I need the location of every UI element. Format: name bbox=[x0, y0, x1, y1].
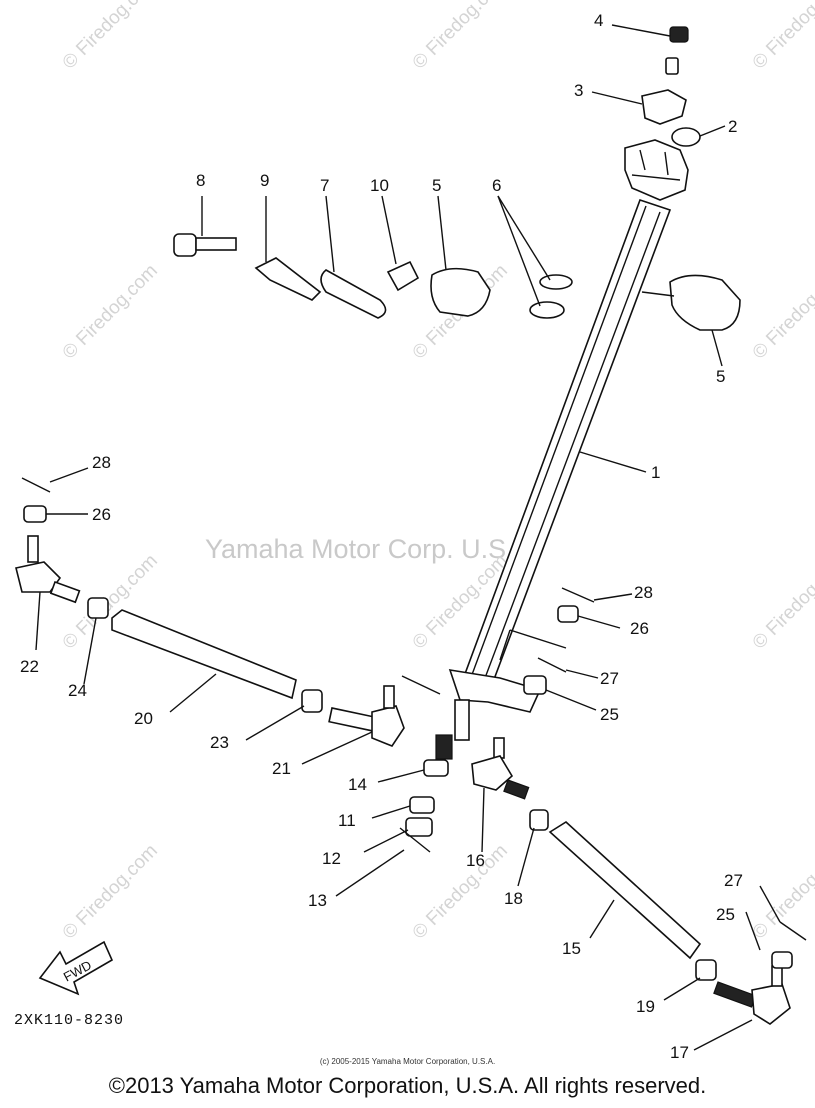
callout-27-right: 27 bbox=[724, 871, 743, 890]
watermark-site: © Firedog.com bbox=[59, 260, 162, 363]
part-cotter-pin-27-mid bbox=[537, 657, 567, 673]
callout-27-mid: 27 bbox=[600, 669, 619, 688]
part-tie-rod-right bbox=[548, 821, 702, 960]
callout-25-right: 25 bbox=[716, 905, 735, 924]
part-collar bbox=[671, 127, 701, 147]
part-cotter-pin-28-right bbox=[561, 587, 595, 603]
part-nut-26-right bbox=[557, 605, 579, 623]
watermark-site: © Firedog.com bbox=[749, 260, 815, 363]
part-bolt-8 bbox=[173, 233, 237, 257]
part-rings bbox=[529, 274, 573, 319]
part-bushing-left bbox=[430, 267, 491, 317]
callout-19: 19 bbox=[636, 997, 655, 1016]
callout-21: 21 bbox=[272, 759, 291, 778]
callout-23: 23 bbox=[210, 733, 229, 752]
callout-24: 24 bbox=[68, 681, 87, 700]
copyright-small: (c) 2005-2015 Yamaha Motor Corporation, … bbox=[319, 1057, 496, 1066]
callout-4: 4 bbox=[594, 11, 603, 30]
watermark-site: © Firedog.com bbox=[409, 840, 512, 943]
watermark-center: Yamaha Motor Corp. U.S.A. bbox=[205, 534, 539, 564]
part-bushing-10 bbox=[386, 260, 420, 292]
callout-14: 14 bbox=[348, 775, 367, 794]
callout-10: 10 bbox=[370, 176, 389, 195]
part-nut-25-mid bbox=[523, 675, 547, 695]
fwd-arrow: FWD bbox=[38, 940, 114, 996]
part-holder-cap bbox=[641, 89, 687, 125]
part-cotter-pin-27-right bbox=[779, 921, 807, 941]
part-nut-25-right bbox=[771, 951, 793, 969]
part-nut-24 bbox=[87, 597, 109, 619]
callout-9: 9 bbox=[260, 171, 269, 190]
part-tie-rod-end-17 bbox=[713, 965, 791, 1025]
part-upper-holder bbox=[624, 139, 689, 201]
part-tie-rod-end-21 bbox=[328, 685, 405, 747]
assembly-guide-lines bbox=[401, 629, 567, 695]
watermark-site: © Firedog.com bbox=[409, 0, 512, 74]
part-nut-26-left bbox=[23, 505, 47, 523]
part-cotter-pin-28-left bbox=[21, 477, 51, 493]
callout-18: 18 bbox=[504, 889, 523, 908]
callout-26-left: 26 bbox=[92, 505, 111, 524]
watermark-site: © Firedog.com bbox=[749, 550, 815, 653]
part-bolt-top bbox=[665, 26, 689, 75]
callout-11: 11 bbox=[338, 811, 356, 830]
watermark-site: © Firedog.com bbox=[749, 0, 815, 74]
part-thread bbox=[435, 734, 453, 760]
leader-lines bbox=[35, 24, 781, 1051]
part-nut-11 bbox=[409, 796, 435, 814]
callout-26-right: 26 bbox=[630, 619, 649, 638]
callout-8: 8 bbox=[196, 171, 205, 190]
part-plate bbox=[320, 269, 387, 319]
callout-15: 15 bbox=[562, 939, 581, 958]
callout-13: 13 bbox=[308, 891, 327, 910]
part-lock-washer bbox=[254, 257, 322, 301]
callout-28-left: 28 bbox=[92, 453, 111, 472]
part-nut-12 bbox=[405, 817, 433, 837]
part-tie-rod-end-left bbox=[15, 535, 81, 604]
callout-7: 7 bbox=[320, 176, 329, 195]
callout-12: 12 bbox=[322, 849, 341, 868]
callout-5-left: 5 bbox=[432, 176, 441, 195]
callout-25-mid: 25 bbox=[600, 705, 619, 724]
callout-16: 16 bbox=[466, 851, 485, 870]
callout-17: 17 bbox=[670, 1043, 689, 1062]
part-shaft-end bbox=[454, 699, 470, 741]
part-tie-rod-end-16 bbox=[471, 737, 530, 800]
callout-labels: 1 2 3 4 5 5 6 7 8 9 10 11 12 13 14 15 16… bbox=[20, 11, 743, 1062]
callout-22: 22 bbox=[20, 657, 39, 676]
copyright-notice: ©2013 Yamaha Motor Corporation, U.S.A. A… bbox=[108, 1073, 707, 1098]
callout-3: 3 bbox=[574, 81, 583, 100]
watermarks: Yamaha Motor Corp. U.S.A. © Firedog.com … bbox=[59, 0, 815, 944]
part-tie-rod-left bbox=[111, 609, 297, 700]
part-nut-18 bbox=[529, 809, 549, 831]
part-bushing-right bbox=[669, 274, 741, 331]
callout-28-right: 28 bbox=[634, 583, 653, 602]
callout-5-right: 5 bbox=[716, 367, 725, 386]
callout-1: 1 bbox=[651, 463, 660, 482]
drawing-code: 2XK110-8230 bbox=[14, 1012, 125, 1029]
callout-6: 6 bbox=[492, 176, 501, 195]
callout-2: 2 bbox=[728, 117, 737, 136]
part-nut-19 bbox=[695, 959, 717, 981]
watermark-site: © Firedog.com bbox=[59, 840, 162, 943]
watermark-site: © Firedog.com bbox=[749, 840, 815, 943]
watermark-site: © Firedog.com bbox=[59, 0, 162, 74]
callout-20: 20 bbox=[134, 709, 153, 728]
part-nut-23 bbox=[301, 689, 323, 713]
part-washer-14 bbox=[423, 759, 449, 777]
